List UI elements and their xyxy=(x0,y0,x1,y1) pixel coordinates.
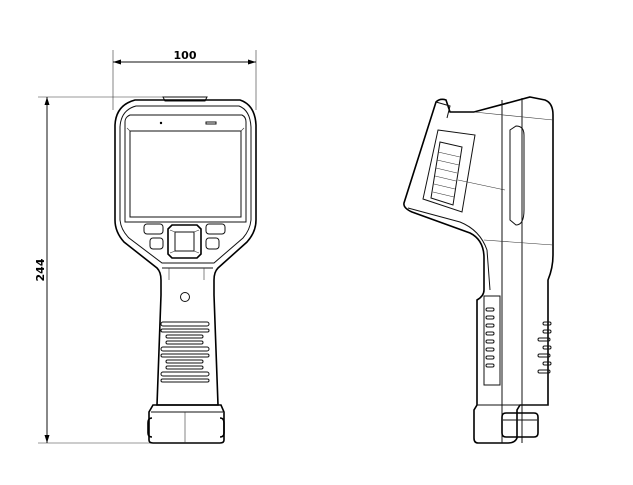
side-vent xyxy=(430,141,463,206)
battery-latch xyxy=(501,412,539,438)
width-label: 100 xyxy=(174,49,197,62)
lanyard-hole xyxy=(180,292,190,302)
button-top-right[interactable] xyxy=(205,223,226,235)
front-view xyxy=(114,96,257,444)
height-label: 244 xyxy=(34,258,47,281)
button-bottom-left[interactable] xyxy=(149,237,164,250)
side-grip-slots xyxy=(485,307,552,374)
dpad-center-button[interactable] xyxy=(174,231,195,252)
side-view xyxy=(403,96,554,444)
sensor-dot xyxy=(159,121,163,125)
button-bottom-right[interactable] xyxy=(205,237,220,250)
dpad[interactable] xyxy=(167,224,202,259)
indicator-slot xyxy=(205,121,217,125)
button-top-left[interactable] xyxy=(143,223,164,235)
battery xyxy=(148,404,225,444)
width-dimension: 100 xyxy=(112,49,257,110)
screen xyxy=(129,130,242,218)
grip-slots xyxy=(160,321,210,383)
height-dimension: 244 xyxy=(34,96,165,444)
